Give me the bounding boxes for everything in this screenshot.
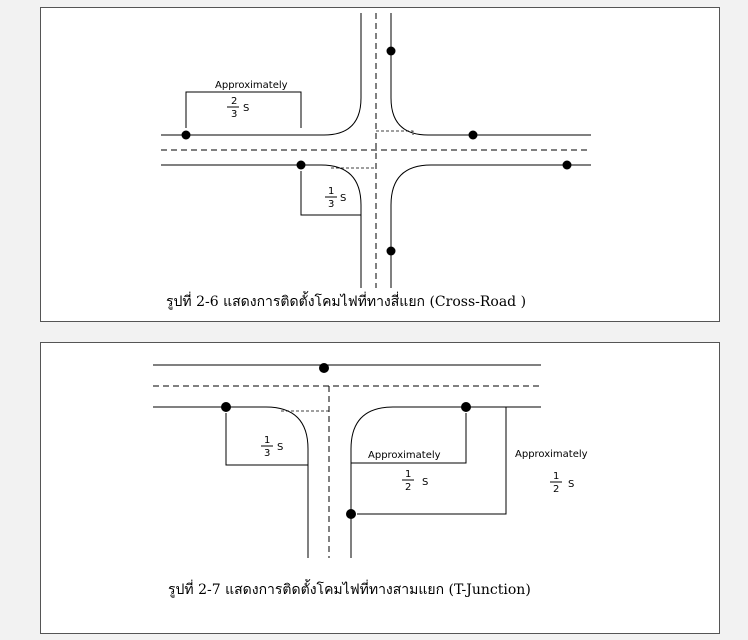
lamp-pole-dot xyxy=(221,402,231,412)
lamp-pole-dot xyxy=(296,160,306,170)
fraction-denominator: 2 xyxy=(405,482,411,493)
fraction-unit: S xyxy=(243,103,249,114)
fraction-denominator: 3 xyxy=(264,448,270,459)
cross-road-diagram: Approximately 2 3 S 1 3 S รูปที่ 2-6 แสด… xyxy=(161,13,591,310)
fraction-numerator: 1 xyxy=(553,471,559,482)
road-edge xyxy=(390,164,591,288)
fraction-numerator: 1 xyxy=(405,469,411,480)
dimension-bracket xyxy=(225,413,308,466)
road-edge xyxy=(350,406,541,558)
dimension-bracket xyxy=(351,413,467,464)
dimension-bracket xyxy=(300,171,361,216)
fraction-numerator: 2 xyxy=(231,96,237,107)
fraction-numerator: 1 xyxy=(264,435,270,446)
lamp-pole-dot xyxy=(562,160,572,170)
fraction-unit: S xyxy=(340,193,346,204)
figure-caption: รูปที่ 2-7 แสดงการติดตั้งโคมไฟที่ทางสามแ… xyxy=(168,579,531,598)
lamp-pole-dot xyxy=(319,363,329,373)
fraction-unit: S xyxy=(277,442,283,453)
dimension-label-approximately: Approximately xyxy=(515,449,588,460)
figure-t-junction-panel: 1 3 S Approximately 1 2 S Approximately … xyxy=(40,342,720,634)
fraction-denominator: 2 xyxy=(553,484,559,495)
lamp-pole-dot xyxy=(181,130,191,140)
fraction-unit: S xyxy=(422,477,428,488)
figure-caption: รูปที่ 2-6 แสดงการติดตั้งโคมไฟที่ทางสี่แ… xyxy=(166,291,526,310)
lamp-pole-dot xyxy=(386,246,396,256)
road-edge xyxy=(161,13,362,136)
fraction-denominator: 3 xyxy=(231,109,237,120)
lamp-pole-dot xyxy=(468,130,478,140)
lamp-pole-dot xyxy=(386,46,396,56)
dimension-bracket xyxy=(357,406,507,515)
lamp-pole-dot xyxy=(346,509,356,519)
road-edge xyxy=(390,13,591,136)
road-edge xyxy=(161,164,362,288)
fraction-denominator: 3 xyxy=(328,199,334,210)
fraction-numerator: 1 xyxy=(328,186,334,197)
lamp-pole-dot xyxy=(461,402,471,412)
intersection-marker xyxy=(376,130,414,135)
road-edge xyxy=(153,406,309,558)
figure-cross-road-panel: Approximately 2 3 S 1 3 S รูปที่ 2-6 แสด… xyxy=(40,7,720,322)
dimension-label-approximately: Approximately xyxy=(215,80,288,91)
dimension-label-approximately: Approximately xyxy=(368,450,441,461)
dimension-bracket xyxy=(185,91,302,128)
t-junction-diagram: 1 3 S Approximately 1 2 S Approximately … xyxy=(153,363,588,598)
fraction-unit: S xyxy=(568,479,574,490)
